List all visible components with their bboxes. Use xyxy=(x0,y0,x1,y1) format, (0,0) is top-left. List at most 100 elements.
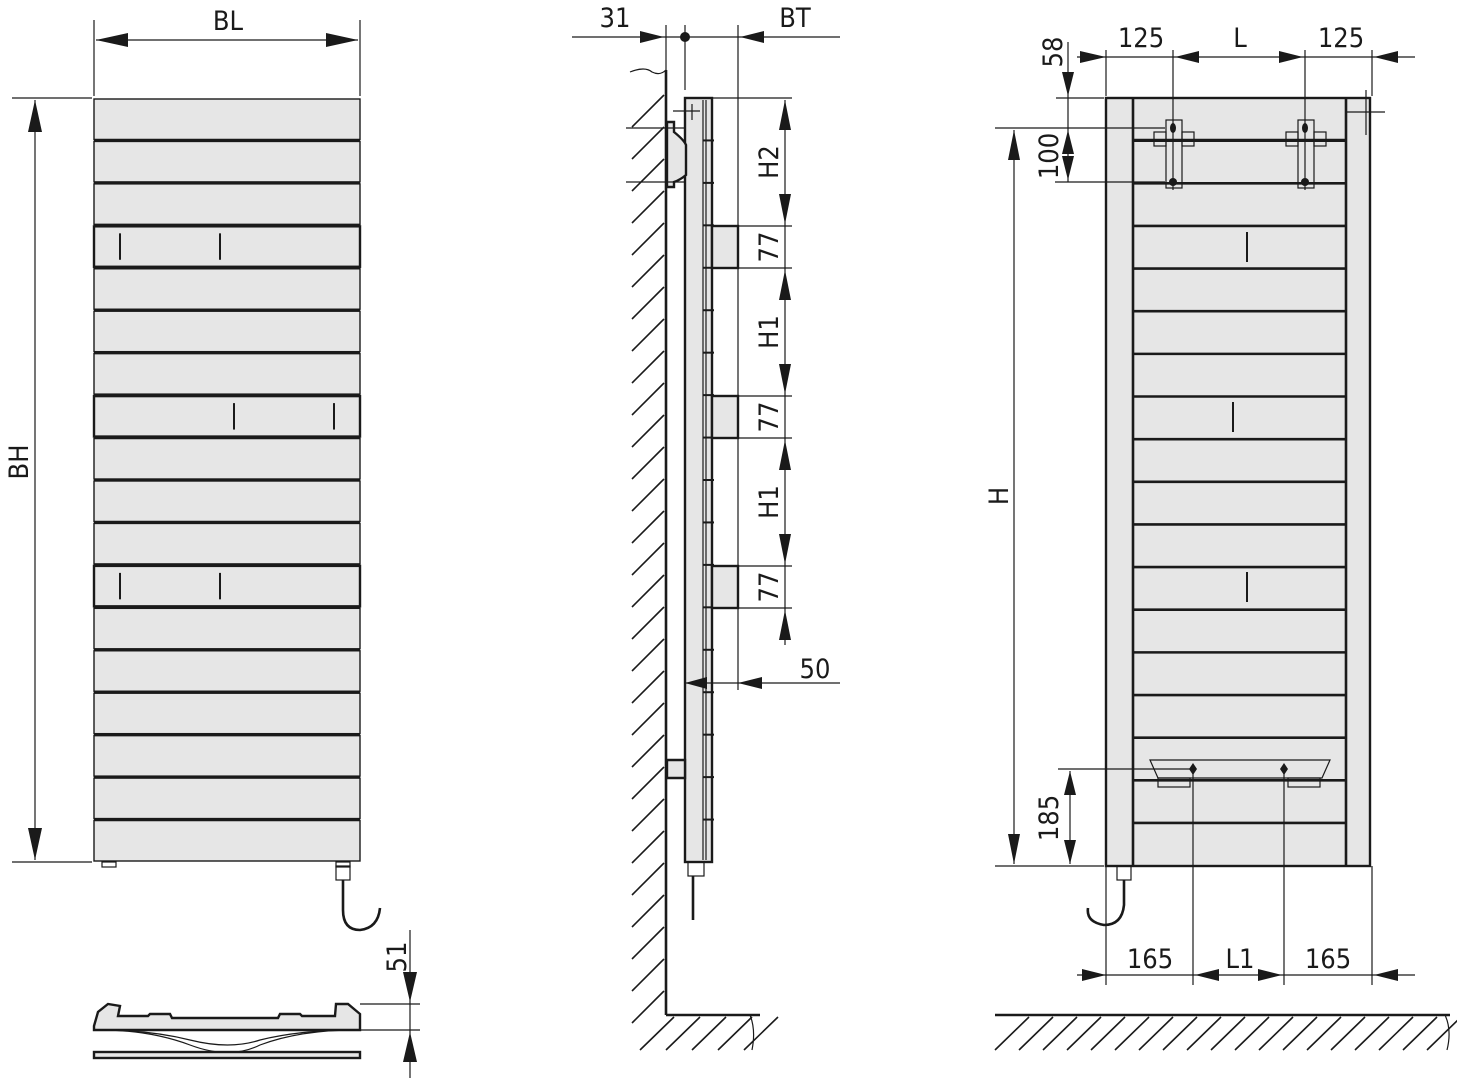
panel-slat xyxy=(93,650,361,692)
panel-slat xyxy=(93,352,361,395)
towel-bar-mount xyxy=(710,564,740,610)
hatch-line xyxy=(743,1016,779,1051)
dimension-label-2: H1 xyxy=(754,315,785,349)
hatch-line xyxy=(631,158,665,192)
panel-slat xyxy=(93,819,361,862)
dimension-arrows xyxy=(779,270,791,394)
hatch-line xyxy=(1042,1016,1078,1051)
bottom-label-left: 165 xyxy=(1127,944,1173,975)
hatch-line xyxy=(631,894,665,928)
hatch-line xyxy=(631,254,665,288)
hatch-line xyxy=(1426,1019,1457,1051)
dimension-label-0: H2 xyxy=(754,145,785,179)
top-view: 51 xyxy=(92,930,420,1078)
hatch-line xyxy=(1354,1016,1390,1051)
hatch-line xyxy=(631,222,665,256)
panel-slat xyxy=(92,564,362,608)
panel-slat xyxy=(92,394,362,438)
floor-hatching xyxy=(994,1016,1457,1051)
hatch-line xyxy=(631,574,665,608)
wall-offset-label: 31 xyxy=(600,3,631,34)
bottom-height-label: 185 xyxy=(1034,795,1065,841)
hatch-line xyxy=(639,1016,675,1051)
bottom-offset-label: 50 xyxy=(800,654,831,685)
floor-break xyxy=(749,1014,755,1051)
hatch-line xyxy=(631,926,665,960)
depth-label: 51 xyxy=(382,942,413,973)
hatch-line xyxy=(1210,1016,1246,1051)
hatch-line xyxy=(631,606,665,640)
dimension-label-1: 77 xyxy=(754,232,785,263)
hatch-line xyxy=(631,798,665,832)
hatch-line xyxy=(631,446,665,480)
hatch-line xyxy=(1306,1016,1342,1051)
hatch-line xyxy=(717,1016,753,1051)
height-label: H xyxy=(984,487,1015,505)
hatch-line xyxy=(1234,1016,1270,1051)
hatch-line xyxy=(1066,1016,1102,1051)
top-offset-label: 58 xyxy=(1038,37,1069,68)
hatch-line xyxy=(1330,1016,1366,1051)
dimension-label-5: 77 xyxy=(754,572,785,603)
depth-label: BT xyxy=(779,3,811,34)
dimension-arrows xyxy=(96,33,358,47)
panel-slat xyxy=(93,607,361,650)
hatch-line xyxy=(631,190,665,224)
bracket-spacing-label: 100 xyxy=(1034,133,1065,179)
foot xyxy=(101,861,117,868)
hatch-line xyxy=(691,1016,727,1051)
panel-slat xyxy=(93,480,361,523)
bottom-label-middle: L1 xyxy=(1226,944,1255,975)
hatch-line xyxy=(631,414,665,448)
hatch-line xyxy=(994,1016,1030,1051)
hatch-line xyxy=(631,350,665,384)
panel-slat xyxy=(93,777,361,820)
bottom-label-right: 165 xyxy=(1305,944,1351,975)
width-label: BL xyxy=(213,6,244,37)
hatch-line xyxy=(1402,1016,1438,1051)
wall-hatching xyxy=(631,94,779,1051)
hatch-line xyxy=(631,734,665,768)
wall-bracket xyxy=(665,120,688,189)
heating-element-cable-icon xyxy=(335,865,382,932)
dimension-label-4: H1 xyxy=(754,485,785,519)
hatch-line xyxy=(631,478,665,512)
hatch-line xyxy=(631,670,665,704)
dimension-arrows xyxy=(779,100,791,224)
front-view: BL BH xyxy=(4,6,382,932)
hatch-line xyxy=(1258,1016,1294,1051)
dimension-arrows xyxy=(779,440,791,564)
hatch-line xyxy=(631,830,665,864)
hatch-line xyxy=(1282,1016,1318,1051)
hatch-line xyxy=(1018,1016,1054,1051)
hatch-line xyxy=(631,862,665,896)
hatch-line xyxy=(631,318,665,352)
wall-break xyxy=(629,68,667,75)
hatch-line xyxy=(665,1016,701,1051)
hatch-line xyxy=(631,542,665,576)
top-label-right: 125 xyxy=(1318,23,1364,54)
rear-slats xyxy=(1133,138,1346,825)
towel-bar-mount xyxy=(710,394,740,440)
hatch-line xyxy=(631,126,665,160)
hatch-line xyxy=(631,286,665,320)
panel-slat xyxy=(93,183,361,226)
top-label-middle: L xyxy=(1233,23,1247,54)
hatch-line xyxy=(631,382,665,416)
hatch-line xyxy=(1114,1016,1150,1051)
heating-element-cable-icon xyxy=(1086,865,1132,927)
panel-slat xyxy=(93,268,361,310)
height-label: BH xyxy=(4,445,35,480)
bottom-bracket xyxy=(1149,759,1331,788)
hatch-line xyxy=(1090,1016,1126,1051)
wall-bracket-right xyxy=(1285,119,1327,189)
hatch-line xyxy=(631,94,665,128)
hatch-line xyxy=(1138,1016,1174,1051)
towel-bar-mount xyxy=(710,224,740,270)
hatch-line xyxy=(1186,1016,1222,1051)
panel-slat xyxy=(93,522,361,565)
panel-slat xyxy=(93,98,361,141)
